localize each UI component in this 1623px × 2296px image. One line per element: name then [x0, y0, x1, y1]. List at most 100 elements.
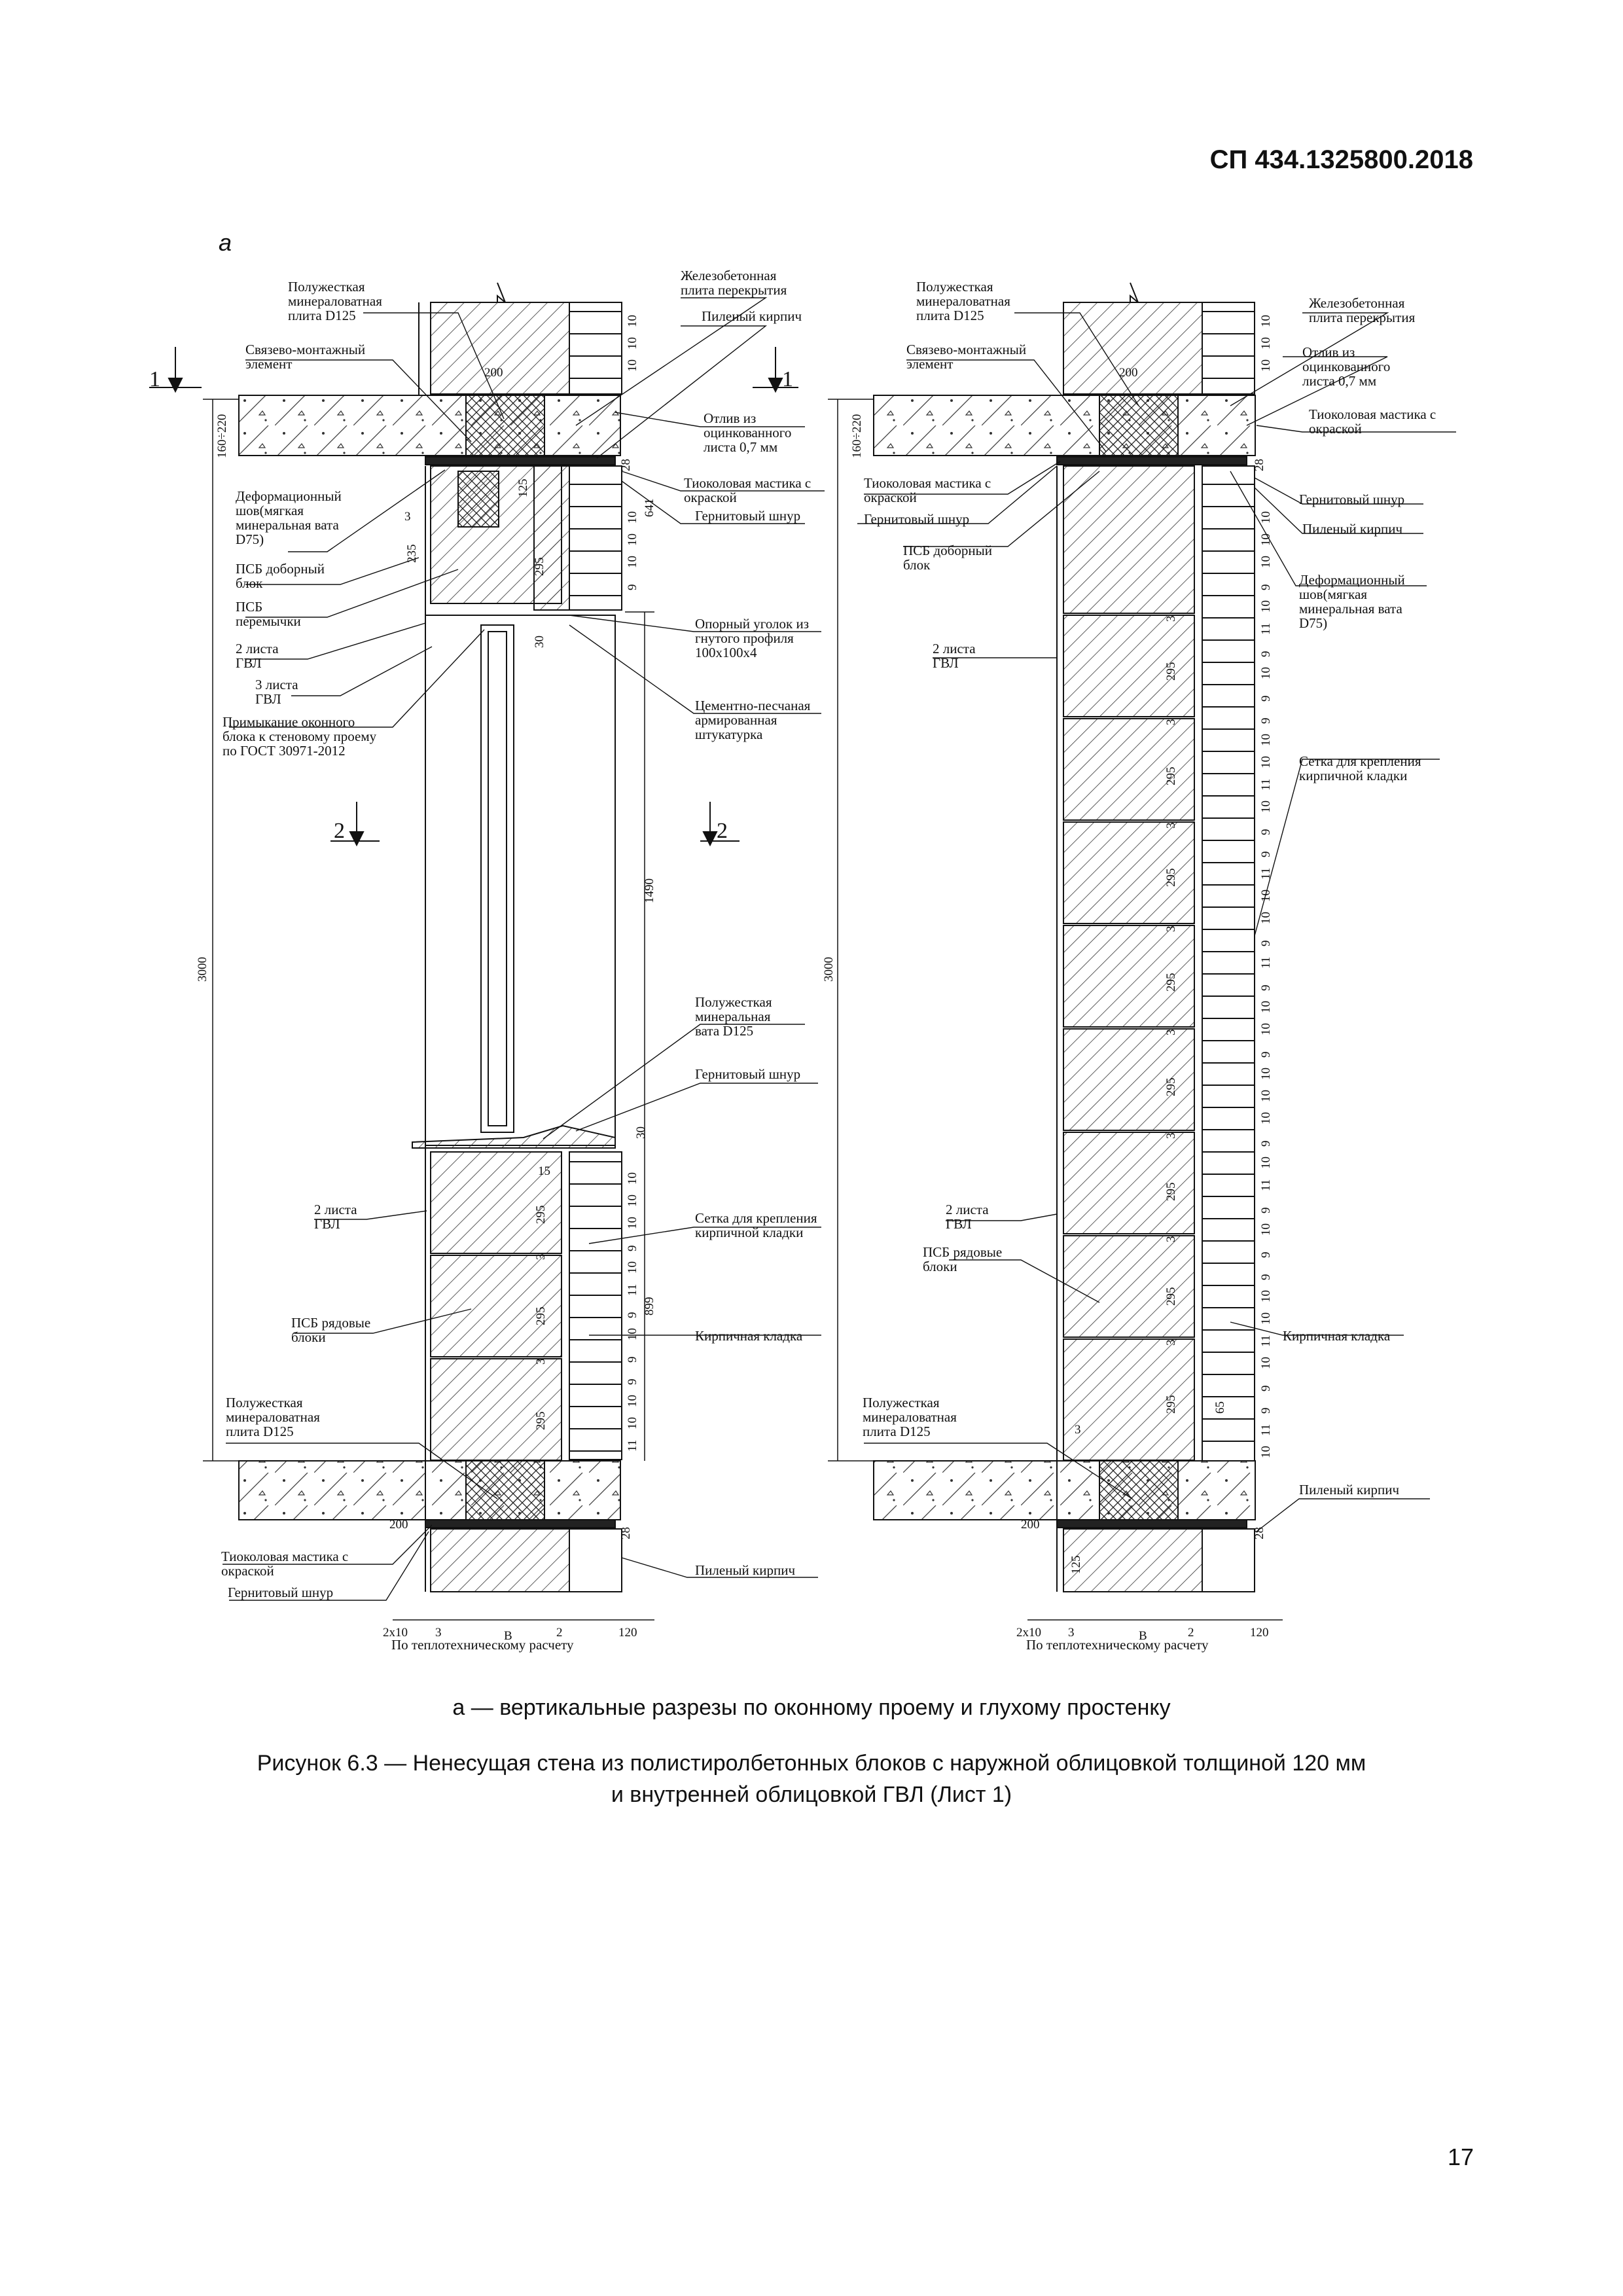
brick-joint-value: 10	[1259, 800, 1273, 813]
brick-joint-value: 9	[1259, 1141, 1273, 1147]
dim-2x10-right: 2x10	[1016, 1626, 1041, 1640]
figure-title-line-1: Рисунок 6.3 — Ненесущая стена из полисти…	[257, 1751, 1366, 1776]
svg-text:3: 3	[1164, 1236, 1178, 1243]
brick-joint-value: 9	[1259, 1252, 1273, 1259]
brick-joint-value: 10	[626, 1261, 639, 1274]
brick-joint-value: 10	[1259, 1290, 1273, 1302]
dim-30-sill: 30	[634, 1126, 648, 1139]
r-label-sawn-brick-top: Пиленый кирпич	[1302, 521, 1402, 537]
brick-joint-value: 10	[626, 337, 639, 350]
brick-joint-value: 11	[1259, 1424, 1273, 1436]
r-label-brickwork: Кирпичная кладка	[1283, 1328, 1391, 1344]
brick-joint-value: 9	[1259, 1386, 1273, 1392]
dim-2-left: 2	[556, 1626, 563, 1640]
brick-joint-value: 11	[626, 1284, 639, 1296]
brick-joint-value: 10	[1259, 315, 1273, 327]
left-section	[203, 282, 825, 1621]
brick-joint-value: 10	[1259, 734, 1273, 746]
dim-28-top-left: 28	[619, 459, 633, 471]
section-mark-2-left: 2	[334, 819, 345, 843]
brick-joint-value: 10	[1259, 359, 1273, 372]
dim-200-top-right: 200	[1119, 366, 1138, 380]
svg-text:3: 3	[534, 1254, 548, 1261]
dim-28-top-right: 28	[1253, 459, 1266, 471]
dim-28-bottom-right: 28	[1253, 1527, 1266, 1539]
figure-title-line-2: и внутренней облицовкой ГВЛ (Лист 1)	[611, 1782, 1012, 1807]
svg-text:3: 3	[1164, 616, 1178, 622]
dim-15: 15	[538, 1164, 550, 1178]
svg-text:295: 295	[1164, 1287, 1178, 1306]
svg-text:3: 3	[1164, 1133, 1178, 1139]
svg-text:3: 3	[1164, 1340, 1178, 1346]
brick-joints	[569, 311, 1255, 1452]
dim-120-right: 120	[1250, 1626, 1269, 1640]
svg-text:295: 295	[1164, 1078, 1178, 1097]
brick-joint-value: 10	[1259, 1223, 1273, 1236]
brick-joint-value: 9	[1259, 1052, 1273, 1058]
brick-joint-value: 10	[1259, 600, 1273, 613]
brick-joint-value: 10	[626, 315, 639, 327]
brick-joint-value: 10	[1259, 1357, 1273, 1369]
brick-joint-value: 10	[626, 511, 639, 524]
svg-text:295: 295	[1164, 869, 1178, 888]
svg-text:3: 3	[1164, 823, 1178, 829]
page-number: 17	[1447, 2144, 1474, 2170]
label-gernit-bottom: Гернитовый шнур	[228, 1585, 333, 1600]
brick-joint-value: 11	[1259, 623, 1273, 635]
brick-joint-value: 10	[626, 556, 639, 568]
dim-125-right: 125	[1069, 1556, 1083, 1575]
dim-3-bottom-right: 3	[1068, 1626, 1075, 1640]
dim-3000-right: 3000	[822, 957, 836, 982]
brick-joint-value: 9	[1259, 1408, 1273, 1414]
brick-joint-value: 10	[1259, 556, 1273, 568]
svg-text:3: 3	[1164, 719, 1178, 726]
brick-joint-values-right: 1010101010109101191099101011109911101091…	[1259, 315, 1273, 1458]
brick-joint-value: 9	[626, 1312, 639, 1319]
brick-joint-value: 11	[626, 1440, 639, 1452]
figure-caption-a: а — вертикальные разрезы по оконному про…	[452, 1695, 1171, 1720]
brick-joint-value: 9	[1259, 1208, 1273, 1214]
brick-joint-value: 10	[1259, 511, 1273, 524]
label-sawn-brick-top: Пиленый кирпич	[702, 308, 802, 324]
brick-joint-value: 10	[626, 359, 639, 372]
brick-joint-value: 9	[1259, 584, 1273, 591]
brick-joint-value: 10	[626, 1417, 639, 1429]
svg-text:295: 295	[1164, 767, 1178, 786]
dim-641: 641	[643, 499, 656, 518]
brick-joint-value: 9	[1259, 651, 1273, 658]
brick-joint-value: 10	[1259, 889, 1273, 902]
dim-slab-left: 160÷220	[215, 414, 229, 458]
dim-120-left: 120	[618, 1626, 637, 1640]
figure-sublabel: а	[219, 229, 232, 256]
brick-joint-value: 9	[626, 584, 639, 591]
label-sawn-brick-bottom: Пиленый кирпич	[695, 1562, 795, 1578]
section-mark-1-left: 1	[149, 367, 160, 391]
r-label-gernit-right: Гернитовый шнур	[1299, 492, 1404, 507]
brick-joint-value: 9	[1259, 985, 1273, 992]
brick-joint-value: 11	[1259, 1179, 1273, 1191]
section-mark-2-right: 2	[717, 819, 728, 843]
label-gernit-mid: Гернитовый шнур	[695, 1066, 800, 1082]
svg-text:295: 295	[534, 1206, 548, 1225]
dim-1490: 1490	[643, 878, 656, 903]
brick-joint-value: 10	[1259, 756, 1273, 768]
dim-2-right: 2	[1188, 1626, 1194, 1640]
brick-joint-value: 10	[1259, 1001, 1273, 1013]
brick-joint-value: 9	[1259, 941, 1273, 947]
section-mark-1-right: 1	[782, 367, 793, 391]
svg-text:295: 295	[1164, 973, 1178, 992]
